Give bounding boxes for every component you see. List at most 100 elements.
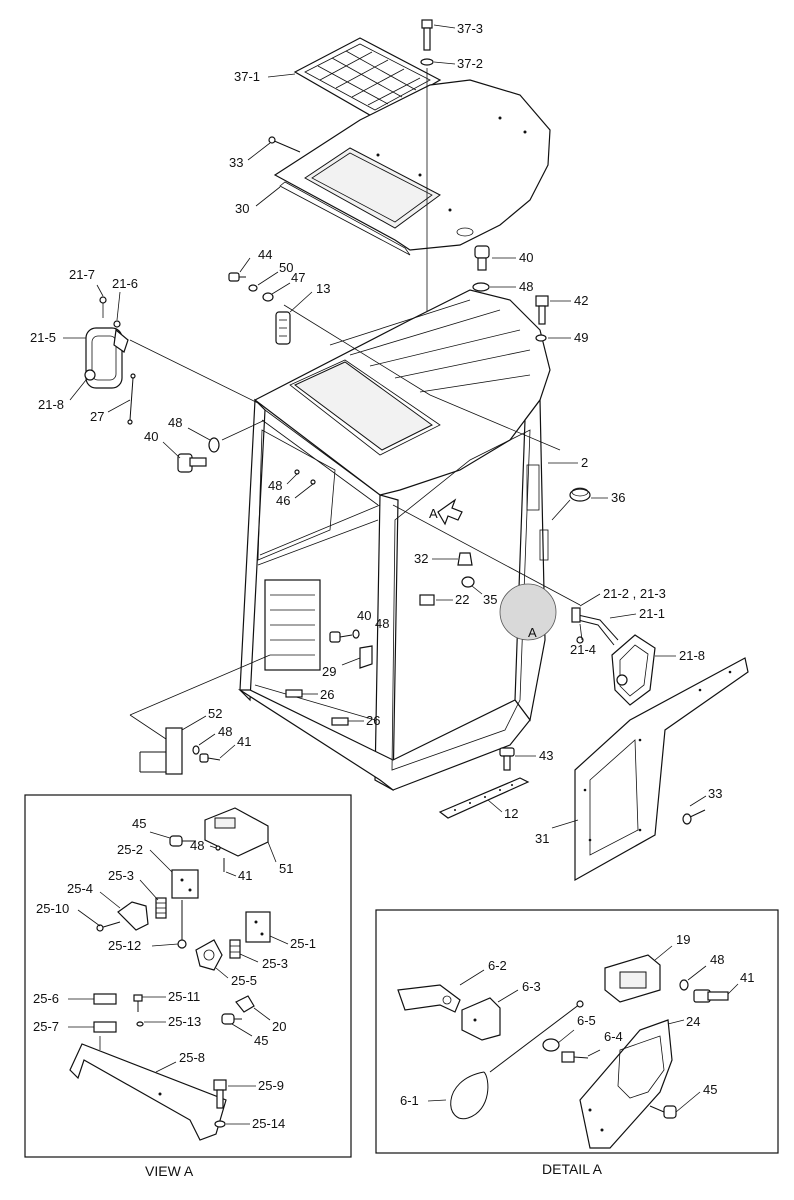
label-va-51: 51 bbox=[279, 861, 293, 876]
marker-arrow-a: A bbox=[429, 506, 438, 521]
label-48-detail: 48 bbox=[710, 952, 724, 967]
bolt-45-detail bbox=[649, 1105, 677, 1119]
bolt-45-view-a bbox=[169, 835, 196, 847]
label-25-1: 25-1 bbox=[290, 936, 316, 951]
label-25-3: 25-3 bbox=[108, 868, 134, 883]
washer-49 bbox=[535, 334, 547, 342]
label-45b: 45 bbox=[254, 1033, 268, 1048]
bracket-6-3 bbox=[461, 997, 501, 1041]
label-21-4: 21-4 bbox=[570, 642, 596, 657]
label-20: 20 bbox=[272, 1019, 286, 1034]
bolt-42 bbox=[535, 295, 549, 325]
roof-panel-30 bbox=[273, 79, 551, 256]
label-13: 13 bbox=[316, 281, 330, 296]
label-49: 49 bbox=[574, 330, 588, 345]
bolt-45b-view-a bbox=[221, 1013, 242, 1025]
label-22: 22 bbox=[455, 592, 469, 607]
label-43: 43 bbox=[539, 748, 553, 763]
label-25-14: 25-14 bbox=[252, 1116, 285, 1131]
washer-21-6 bbox=[113, 320, 121, 328]
label-40-right: 40 bbox=[519, 250, 533, 265]
label-27: 27 bbox=[90, 409, 104, 424]
label-32: 32 bbox=[414, 551, 428, 566]
label-24: 24 bbox=[686, 1014, 700, 1029]
label-6-4: 6-4 bbox=[604, 1029, 623, 1044]
label-va-45: 45 bbox=[132, 816, 146, 831]
label-42: 42 bbox=[574, 293, 588, 308]
lever-25-4 bbox=[117, 901, 149, 931]
bracket-25-8 bbox=[69, 1036, 227, 1141]
label-48-mid2: 48 bbox=[375, 616, 389, 631]
label-40-left: 40 bbox=[144, 429, 158, 444]
label-25-2: 25-2 bbox=[117, 842, 143, 857]
marker-circle-a: A bbox=[528, 625, 537, 640]
caption-view-a: VIEW A bbox=[145, 1163, 194, 1179]
washer-25-14 bbox=[214, 1120, 226, 1128]
washer-47 bbox=[262, 292, 274, 302]
latch-25-5 bbox=[195, 939, 223, 971]
label-6-1: 6-1 bbox=[400, 1093, 419, 1108]
clip-22 bbox=[419, 594, 435, 606]
label-25-10: 25-10 bbox=[36, 901, 69, 916]
label-46: 46 bbox=[276, 493, 290, 508]
bolt-41-low bbox=[199, 753, 221, 763]
label-25-11: 25-11 bbox=[168, 989, 200, 1004]
label-25-3b: 25-3 bbox=[262, 956, 288, 971]
label-31: 31 bbox=[535, 831, 549, 846]
bracket-25-2 bbox=[171, 869, 199, 899]
step-plate-12 bbox=[438, 777, 530, 819]
label-36: 36 bbox=[611, 490, 625, 505]
label-33-top: 33 bbox=[229, 155, 243, 170]
bolt-44 bbox=[228, 272, 246, 282]
label-29: 29 bbox=[322, 664, 336, 679]
label-50: 50 bbox=[279, 260, 293, 275]
label-37-3: 37-3 bbox=[457, 21, 483, 36]
label-33-right: 33 bbox=[708, 786, 722, 801]
spacer-26-a bbox=[285, 689, 303, 698]
screw-25-10 bbox=[96, 921, 121, 932]
spacer-26-b bbox=[331, 717, 349, 726]
label-21-8-left: 21-8 bbox=[38, 397, 64, 412]
bracket-52 bbox=[129, 654, 271, 775]
label-48-low: 48 bbox=[218, 724, 232, 739]
side-panel-31 bbox=[574, 657, 749, 882]
label-6-2: 6-2 bbox=[488, 958, 507, 973]
bolt-33-right bbox=[682, 809, 706, 825]
knob-32 bbox=[457, 552, 473, 566]
washer-48-low bbox=[192, 745, 200, 755]
washer-37-2 bbox=[420, 58, 434, 66]
switch-19 bbox=[604, 954, 661, 1003]
bolt-46 bbox=[310, 479, 316, 485]
label-21-2-3: 21-2 , 21-3 bbox=[603, 586, 666, 601]
caption-detail-a: DETAIL A bbox=[542, 1161, 603, 1177]
bolt-43 bbox=[499, 747, 515, 771]
mirror-21-5-left bbox=[84, 327, 129, 389]
bolt-37-3 bbox=[421, 19, 433, 51]
view-a-arrow bbox=[437, 498, 463, 526]
label-45-detail: 45 bbox=[703, 1082, 717, 1097]
label-21-8-right: 21-8 bbox=[679, 648, 705, 663]
bracket-51 bbox=[204, 807, 269, 857]
washer-48-view-a bbox=[215, 845, 221, 851]
label-26-b: 26 bbox=[366, 713, 380, 728]
label-21-7: 21-7 bbox=[69, 267, 95, 282]
washer-48-detail bbox=[679, 979, 689, 991]
label-48-left: 48 bbox=[168, 415, 182, 430]
washer-50 bbox=[248, 284, 258, 292]
label-2: 2 bbox=[581, 455, 588, 470]
cable-6-1 bbox=[450, 1000, 584, 1120]
mirror-arm-21-1 bbox=[571, 607, 619, 646]
label-26-a: 26 bbox=[320, 687, 334, 702]
bolt-25-9 bbox=[213, 1079, 227, 1109]
label-37-1: 37-1 bbox=[234, 69, 260, 84]
main-view-labels: 37-3 37-2 37-1 33 30 44 50 47 13 40 48 4… bbox=[30, 21, 722, 846]
label-52: 52 bbox=[208, 706, 222, 721]
label-12: 12 bbox=[504, 806, 518, 821]
rod-27 bbox=[127, 373, 136, 425]
cab-frame-2 bbox=[237, 289, 551, 792]
handle-6-2 bbox=[397, 984, 461, 1013]
washer-6-5 bbox=[542, 1038, 560, 1052]
bolt-6-4 bbox=[561, 1051, 589, 1063]
bolt-25-12 bbox=[177, 900, 187, 949]
